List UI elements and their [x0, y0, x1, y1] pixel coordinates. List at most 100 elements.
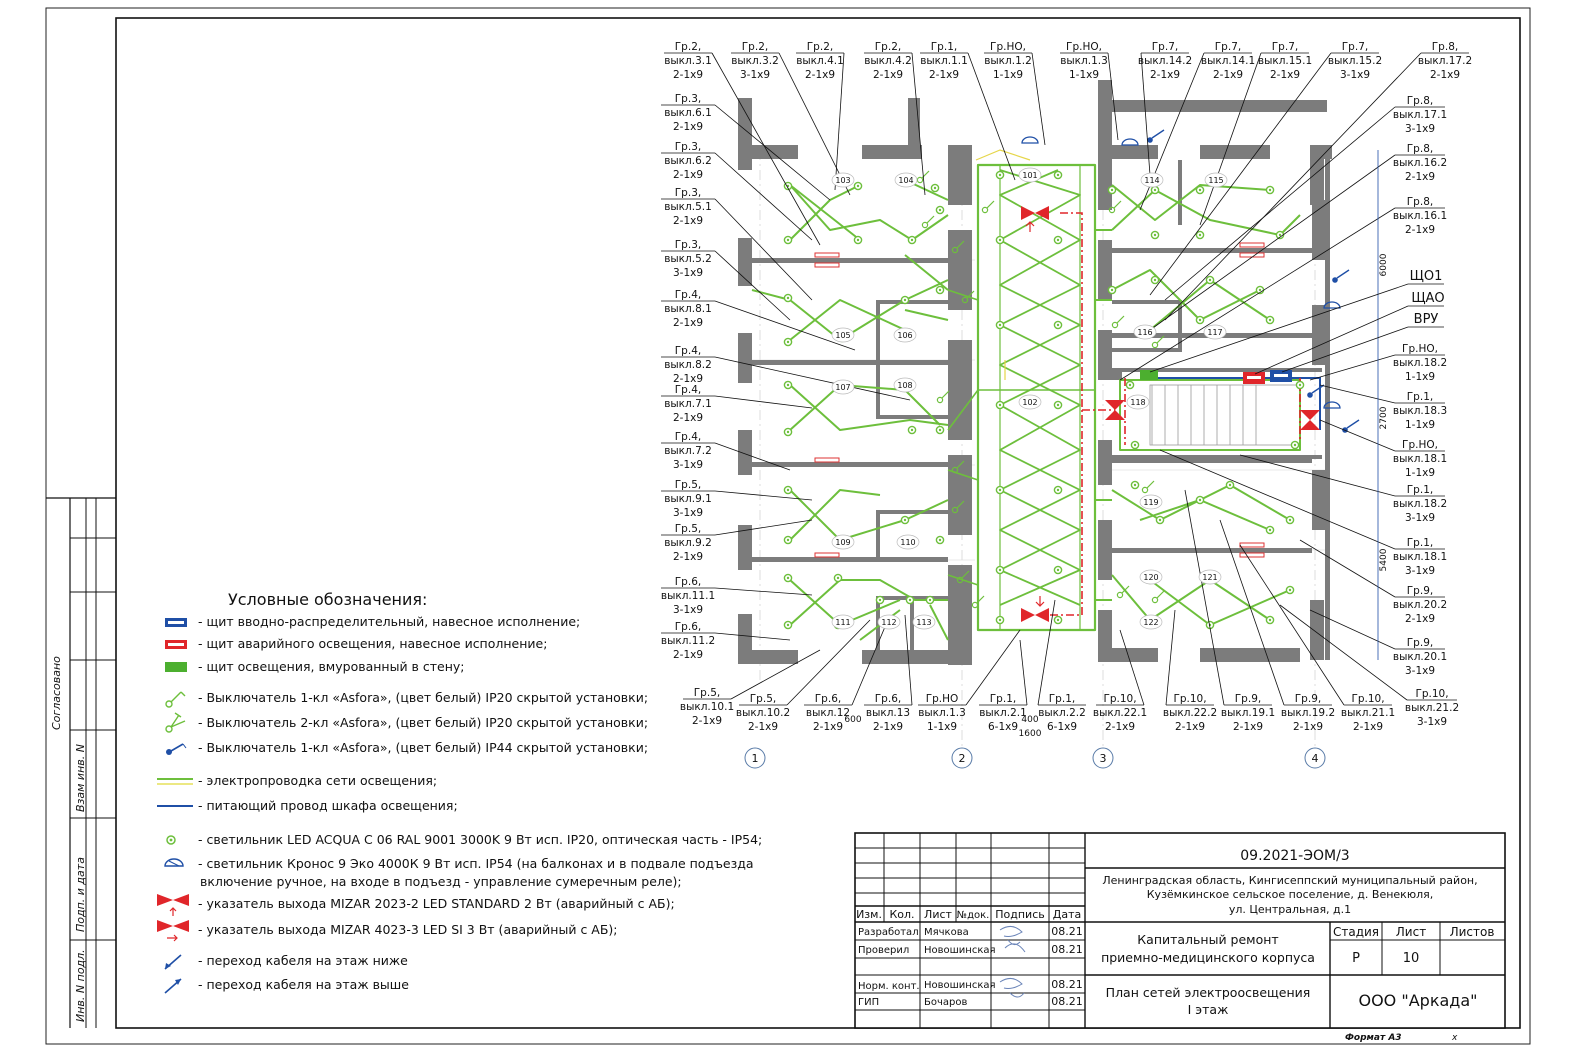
switch	[1116, 585, 1130, 599]
sheet-header: Лист	[1396, 925, 1426, 939]
svg-text:выкл.16.2: выкл.16.2	[1393, 157, 1447, 169]
plan-symbols	[916, 129, 1360, 622]
svg-text:Гр.7,: Гр.7,	[1272, 41, 1298, 53]
svg-text:Гр.НО: Гр.НО	[926, 693, 959, 705]
svg-text:выкл.8.1: выкл.8.1	[664, 303, 712, 315]
svg-text:выкл.6.1: выкл.6.1	[664, 107, 712, 119]
svg-text:Гр.1,: Гр.1,	[1049, 693, 1075, 705]
legend-text-lamp-kronos: - светильник Кронос 9 Эко 4000К 9 Вт исп…	[198, 856, 754, 871]
svg-text:Гр.9,: Гр.9,	[1407, 637, 1433, 649]
axis-2: 2	[951, 747, 973, 769]
axis-4: 4	[1304, 747, 1326, 769]
stairs	[1149, 384, 1301, 446]
svg-text:2-1x9: 2-1x9	[673, 373, 703, 385]
svg-text:113: 113	[916, 618, 931, 627]
svg-text:выкл.17.2: выкл.17.2	[1418, 55, 1472, 67]
luminaire-led	[1053, 485, 1063, 495]
title-block: 09.2021-ЭОМ/3 Ленинградская область, Кин…	[854, 832, 1506, 1043]
svg-text:выкл.1.3: выкл.1.3	[918, 707, 966, 719]
group-label-left-6: Гр.4,выкл.7.12-1x9	[664, 384, 712, 424]
svg-text:2-1x9: 2-1x9	[673, 69, 703, 81]
svg-text:121: 121	[1202, 573, 1217, 582]
luminaire-led	[1285, 515, 1295, 525]
role-chief-engineer: ГИП	[858, 997, 879, 1008]
luminaire-led	[1195, 230, 1205, 240]
svg-text:Гр.1,: Гр.1,	[1407, 484, 1433, 496]
luminaire-led	[1150, 275, 1160, 285]
group-label-top-10: Гр.7,выкл.15.23-1x9	[1328, 41, 1382, 81]
luminaire-led	[935, 285, 945, 295]
room-111: 111	[831, 614, 855, 630]
svg-text:2-1x9: 2-1x9	[1105, 721, 1135, 733]
svg-text:2-1x9: 2-1x9	[929, 69, 959, 81]
sheet-outer-frame	[45, 7, 1531, 1045]
header-ndoc: №док.	[957, 910, 990, 921]
group-label-top-8: Гр.7,выкл.14.12-1x9	[1201, 41, 1255, 81]
kronos-lamp	[1021, 136, 1039, 144]
svg-text:выкл.4.1: выкл.4.1	[796, 55, 844, 67]
switch	[971, 595, 985, 609]
sheet-number: 10	[1403, 951, 1420, 966]
svg-text:Гр.НО,: Гр.НО,	[1402, 343, 1438, 355]
svg-text:2-1x9: 2-1x9	[673, 121, 703, 133]
svg-text:117: 117	[1207, 328, 1222, 337]
svg-text:2-1x9: 2-1x9	[1405, 224, 1435, 236]
svg-text:122: 122	[1143, 618, 1158, 627]
svg-text:3: 3	[1100, 752, 1107, 765]
legend-symbol-switch-1	[165, 691, 186, 708]
svg-text:Гр.10,: Гр.10,	[1103, 693, 1136, 705]
luminaire-led	[853, 181, 863, 191]
svg-text:Гр.2,: Гр.2,	[675, 41, 701, 53]
exit-sign	[1105, 400, 1125, 420]
svg-text:выкл.22.2: выкл.22.2	[1163, 707, 1217, 719]
sheets-header: Листов	[1450, 925, 1495, 939]
label-leaders	[661, 52, 1469, 706]
date-norm-control: 08.21	[1051, 978, 1083, 991]
room-104: 104	[894, 172, 918, 188]
svg-text:Гр.2,: Гр.2,	[742, 41, 768, 53]
svg-text:Гр.10,: Гр.10,	[1173, 693, 1206, 705]
luminaire-led	[1150, 185, 1160, 195]
svg-text:116: 116	[1137, 328, 1152, 337]
dimension-5400: 5400	[1379, 548, 1389, 571]
group-label-left-11: Гр.6,выкл.11.22-1x9	[661, 621, 715, 661]
room-101: 101	[1018, 167, 1042, 183]
svg-text:4: 4	[1312, 752, 1319, 765]
room-118: 118	[1126, 394, 1150, 410]
dimension-6000: 6000	[1379, 253, 1389, 276]
group-label-right-9: Гр.9,выкл.20.13-1x9	[1393, 637, 1447, 677]
svg-text:выкл.8.2: выкл.8.2	[664, 359, 712, 371]
group-label-right-0: Гр.8,выкл.17.13-1x9	[1393, 95, 1447, 135]
svg-text:Гр.8,: Гр.8,	[1432, 41, 1458, 53]
legend-symbol-cable-up	[164, 978, 182, 994]
luminaire-led	[935, 535, 945, 545]
luminaire-led	[1290, 440, 1300, 450]
name-developed: Мячкова	[924, 927, 969, 938]
plan-walls	[738, 80, 1332, 665]
header-signature: Подпись	[995, 908, 1044, 921]
svg-text:выкл.14.2: выкл.14.2	[1138, 55, 1192, 67]
svg-text:Гр.2,: Гр.2,	[807, 41, 833, 53]
header-izm: Изм.	[856, 908, 882, 921]
dimension-600: 600	[844, 715, 861, 725]
svg-text:1-1x9: 1-1x9	[927, 721, 957, 733]
svg-text:6-1x9: 6-1x9	[1047, 721, 1077, 733]
switch	[961, 290, 975, 304]
room-114: 114	[1140, 172, 1164, 188]
group-label-left-1: Гр.3,выкл.6.22-1x9	[664, 141, 712, 181]
svg-text:выкл.2.2: выкл.2.2	[1038, 707, 1086, 719]
luminaire-led	[1195, 495, 1205, 505]
svg-text:Гр.4,: Гр.4,	[675, 384, 701, 396]
svg-text:выкл.9.2: выкл.9.2	[664, 537, 712, 549]
svg-text:выкл.22.1: выкл.22.1	[1093, 707, 1147, 719]
svg-text:2-1x9: 2-1x9	[748, 721, 778, 733]
svg-text:выкл.11.2: выкл.11.2	[661, 635, 715, 647]
luminaire-led	[1130, 480, 1140, 490]
svg-text:115: 115	[1208, 176, 1223, 185]
room-117: 117	[1203, 324, 1227, 340]
legend-symbol-lamp-kronos	[164, 858, 184, 867]
svg-text:выкл.18.3: выкл.18.3	[1393, 405, 1447, 417]
switch-ip44	[1332, 269, 1350, 283]
